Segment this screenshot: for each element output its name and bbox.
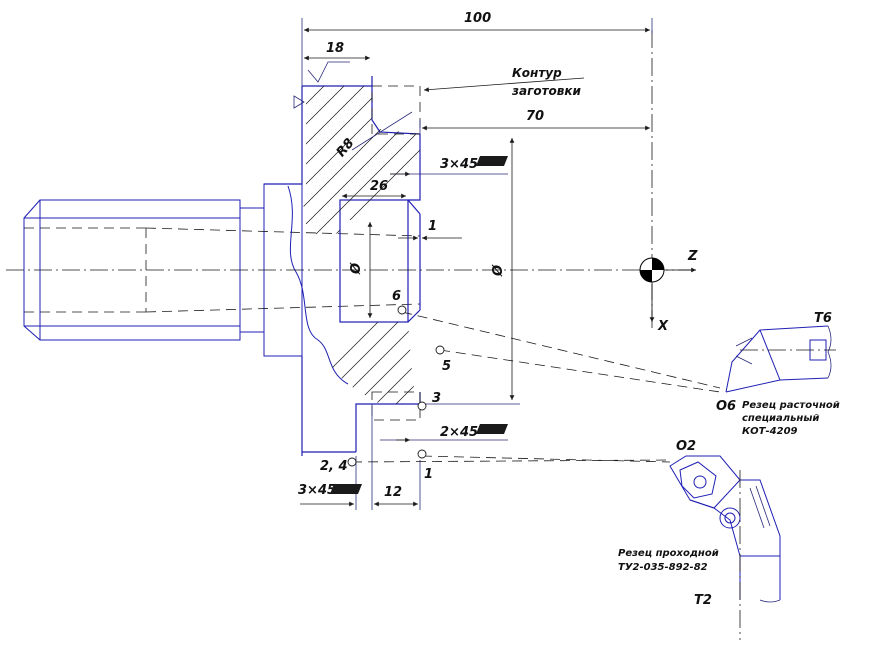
turning-tool-t2 (669, 455, 781, 640)
turning-tool-line2: ТУ2-035-892-82 (618, 562, 708, 573)
dim-diameter-bore: Ø (349, 222, 373, 318)
tool-t6-label: T6 (814, 311, 832, 326)
blank-contour-line2: заготовки (511, 84, 582, 98)
blank-contour-leader (423, 77, 585, 93)
point-2-4: 2, 4 (320, 459, 348, 474)
dim-26: 26 (342, 179, 406, 199)
path-points (347, 305, 445, 467)
turning-tool-line1: Резец проходной (618, 548, 719, 559)
point-5: 5 (442, 359, 451, 374)
boring-tool-t6 (725, 325, 836, 393)
blank-contour (371, 85, 421, 421)
dim-18-text: 18 (326, 41, 344, 56)
roughness-mark-top (307, 61, 350, 83)
tool-paths (351, 311, 721, 463)
roughness-mark-left (293, 95, 305, 109)
point-6: 6 (392, 289, 401, 304)
part-contour (264, 76, 421, 456)
dim-diameter-big: Ø (420, 138, 520, 405)
dim-100: 100 (301, 11, 653, 86)
origin-o6: O6 (716, 399, 736, 414)
dim-18: 18 (304, 41, 370, 61)
svg-text:Ø: Ø (349, 262, 364, 275)
blank-contour-line1: Контур (512, 66, 562, 80)
dim-1-top-text: 1 (428, 219, 437, 234)
svg-text:Ø: Ø (491, 264, 506, 277)
point-3: 3 (432, 391, 441, 406)
boring-tool-line1: Резец расточной (742, 400, 840, 411)
dim-100-text: 100 (464, 11, 491, 26)
chamfer-mid: 2×45 (380, 424, 508, 443)
origin-o2: O2 (676, 439, 696, 454)
origin-symbol (639, 257, 665, 283)
axis-x-label: X (657, 319, 669, 334)
axis-z-label: Z (687, 249, 698, 264)
boring-tool-line3: КОТ-4209 (742, 426, 798, 437)
dim-26-text: 26 (370, 179, 388, 194)
r8-leader (351, 111, 413, 151)
chamfer-bottom-text: 3×45 (298, 483, 336, 498)
chamfer-top: 3×45 (390, 156, 508, 177)
dim-1-top: 1 (398, 219, 462, 241)
dim-12: 12 (371, 404, 421, 510)
boring-tool-line2: специальный (742, 413, 819, 424)
dim-70-text: 70 (526, 109, 544, 124)
dim-12-text: 12 (384, 485, 402, 500)
point-1: 1 (424, 467, 433, 482)
chamfer-top-text: 3×45 (440, 157, 478, 172)
dim-70: 70 (419, 109, 650, 134)
chamfer-mid-text: 2×45 (440, 425, 478, 440)
dim-bottom-3x45: 3×45 (298, 456, 362, 510)
tool-t2-label: T2 (694, 593, 712, 608)
